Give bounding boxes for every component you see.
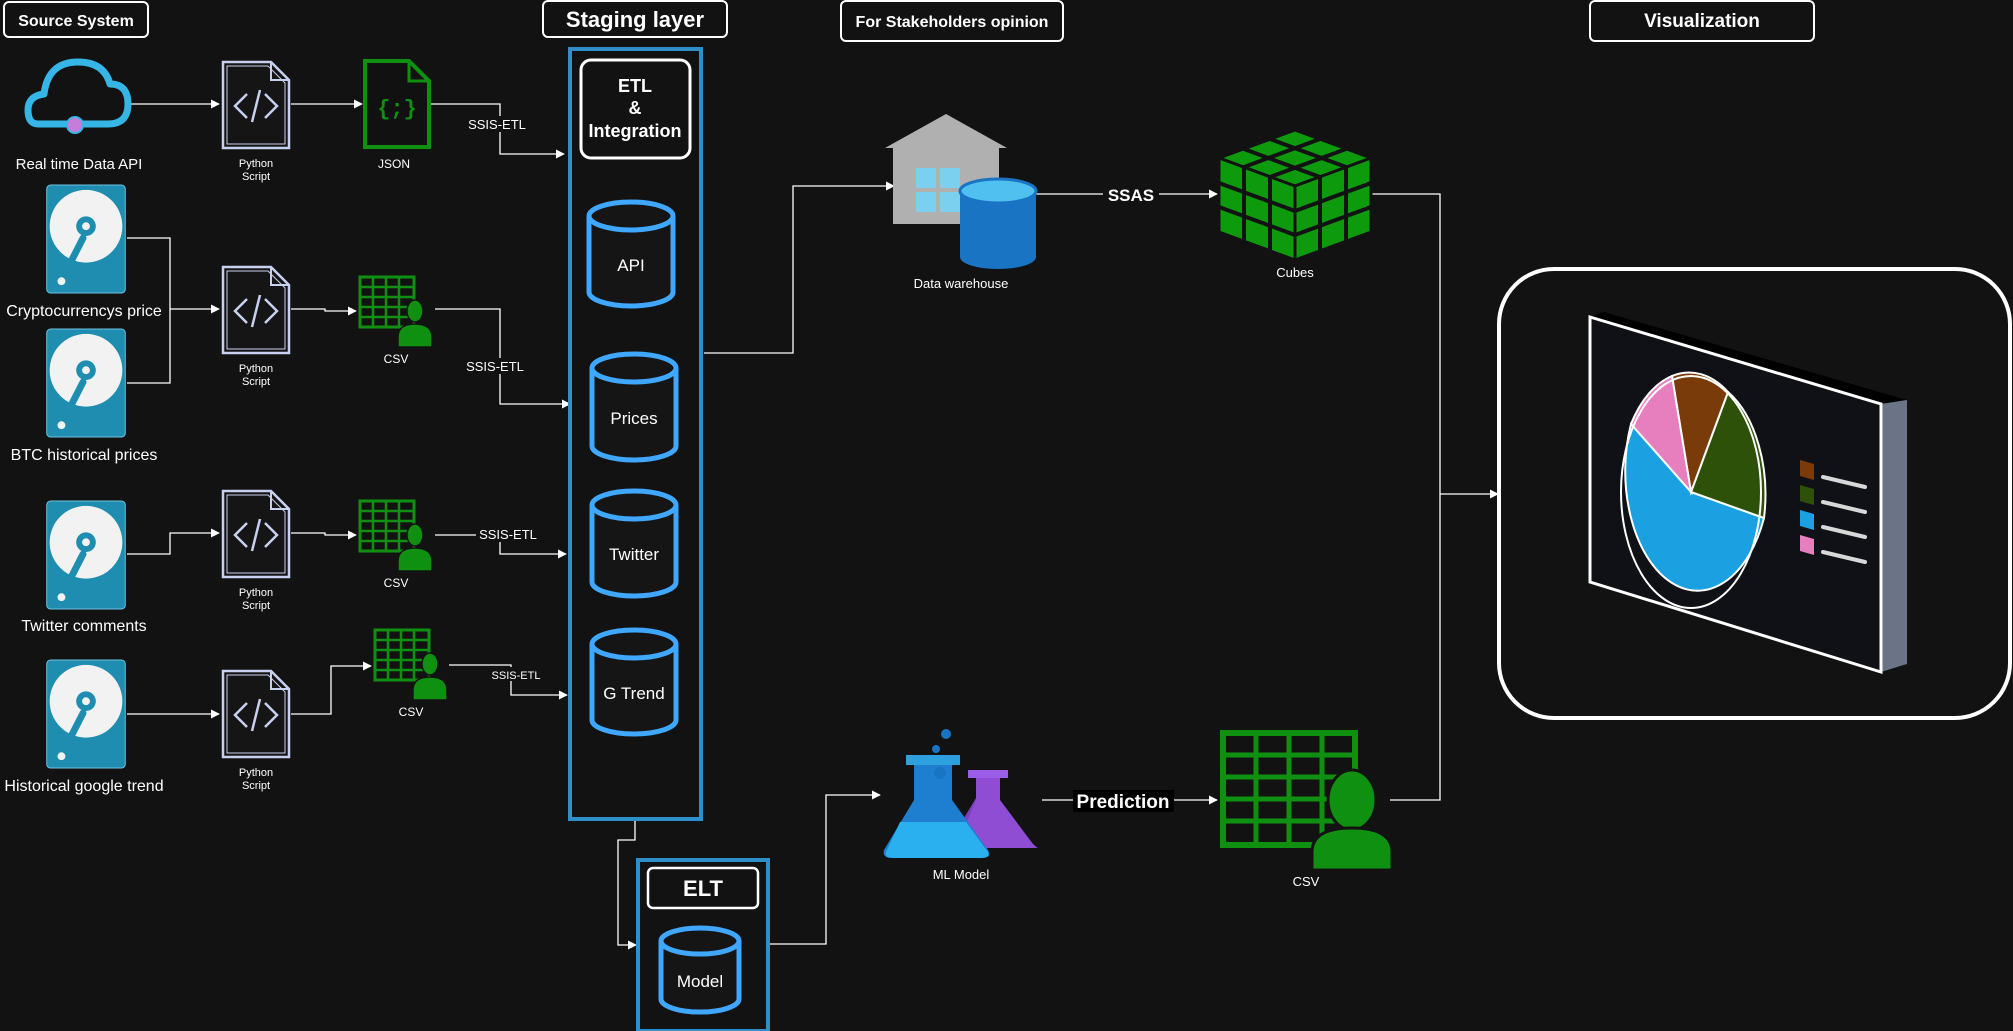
legend-icon — [1800, 460, 1867, 564]
edge-label-ssas: SSAS — [1108, 186, 1154, 205]
code-file-icon — [221, 265, 291, 355]
csv-person-icon — [358, 275, 434, 347]
svg-text:Script: Script — [242, 600, 270, 612]
svg-text:&: & — [629, 98, 642, 118]
svg-text:Script: Script — [242, 171, 270, 183]
svg-text:ETL: ETL — [618, 76, 652, 96]
csv-output-icon — [1220, 730, 1394, 872]
svg-text:Python: Python — [239, 363, 273, 375]
source-google-trend-label: Historical google trend — [4, 778, 163, 795]
data-warehouse-icon — [885, 114, 1038, 269]
svg-text:Script: Script — [242, 780, 270, 792]
svg-text:Source System: Source System — [18, 13, 134, 30]
svg-text:CSV: CSV — [399, 705, 424, 719]
code-file-icon — [221, 489, 291, 579]
csv-file-1: CSV — [358, 275, 434, 366]
header-staging-layer: Staging layer — [542, 0, 728, 38]
header-stakeholders: For Stakeholders opinion — [840, 0, 1064, 42]
disk-google-trend-icon — [47, 660, 126, 768]
python-script-2: Python Script — [221, 265, 291, 388]
source-realtime-api-label: Real time Data API — [16, 156, 143, 173]
edge-label-ssis-etl-2: SSIS-ETL — [466, 359, 524, 374]
elt-container — [636, 858, 770, 1031]
json-file-icon — [363, 59, 431, 149]
staging-db-api: API — [586, 199, 676, 309]
json-file: JSON — [363, 59, 431, 171]
header-source-system: Source System — [3, 1, 149, 38]
edge-label-ssis-etl-3: SSIS-ETL — [479, 527, 537, 542]
staging-db-gtrend: G Trend — [589, 627, 679, 737]
svg-text:Staging layer: Staging layer — [566, 7, 705, 32]
ml-model-label: ML Model — [933, 867, 990, 882]
source-crypto-price-label: Cryptocurrencys price — [6, 303, 162, 320]
csv-person-icon — [373, 628, 449, 700]
disk-twitter-icon — [47, 501, 126, 609]
header-visualization: Visualization — [1589, 0, 1815, 42]
cubes-label: Cubes — [1276, 265, 1314, 280]
elt-db-model: Model — [658, 925, 742, 1015]
csv-file-2: CSV — [358, 499, 434, 590]
source-twitter-comments-label: Twitter comments — [21, 618, 146, 635]
svg-text:Model: Model — [677, 972, 723, 991]
cloud-api-icon — [24, 58, 132, 134]
staging-db-prices: Prices — [589, 351, 679, 463]
dashboard-monitor-icon — [1588, 312, 1907, 675]
svg-text:Twitter: Twitter — [609, 545, 659, 564]
edge-label-prediction: Prediction — [1077, 792, 1170, 813]
svg-text:For Stakeholders opinion: For Stakeholders opinion — [856, 14, 1049, 31]
cubes-icon — [1214, 128, 1376, 263]
code-file-icon — [221, 60, 291, 150]
svg-text:Python: Python — [239, 158, 273, 170]
svg-text:CSV: CSV — [384, 352, 409, 366]
disk-crypto-icon — [47, 185, 126, 293]
python-script-4: Python Script — [221, 669, 291, 792]
svg-text:API: API — [617, 256, 644, 275]
disk-btc-icon — [47, 329, 126, 437]
svg-text:CSV: CSV — [384, 576, 409, 590]
python-script-3: Python Script — [221, 489, 291, 612]
data-warehouse-label: Data warehouse — [914, 276, 1009, 291]
csv-file-3: CSV — [373, 628, 449, 719]
pie-chart-icon — [1620, 371, 1767, 609]
source-btc-history-label: BTC historical prices — [11, 447, 158, 464]
edge-label-ssis-etl-1: SSIS-ETL — [468, 117, 526, 132]
svg-text:G Trend: G Trend — [603, 684, 664, 703]
svg-text:Script: Script — [242, 376, 270, 388]
python-script-1: Python Script — [221, 60, 291, 183]
code-file-icon — [221, 669, 291, 759]
staging-db-twitter: Twitter — [589, 488, 679, 599]
etl-integration-box: ETL & Integration — [579, 58, 692, 160]
svg-text:JSON: JSON — [378, 157, 410, 171]
svg-text:Python: Python — [239, 767, 273, 779]
csv-person-icon — [358, 499, 434, 571]
elt-title-box: ELT — [646, 866, 760, 910]
edge-label-ssis-etl-4: SSIS-ETL — [492, 670, 541, 682]
svg-text:Python: Python — [239, 587, 273, 599]
svg-text:Visualization: Visualization — [1644, 11, 1760, 32]
staging-layer-container — [568, 47, 703, 821]
ml-model-icon — [883, 729, 1038, 858]
svg-text:Prices: Prices — [610, 409, 657, 428]
svg-text:Integration: Integration — [589, 121, 682, 141]
svg-text:ELT: ELT — [683, 876, 723, 901]
csv-output-label: CSV — [1293, 874, 1320, 889]
